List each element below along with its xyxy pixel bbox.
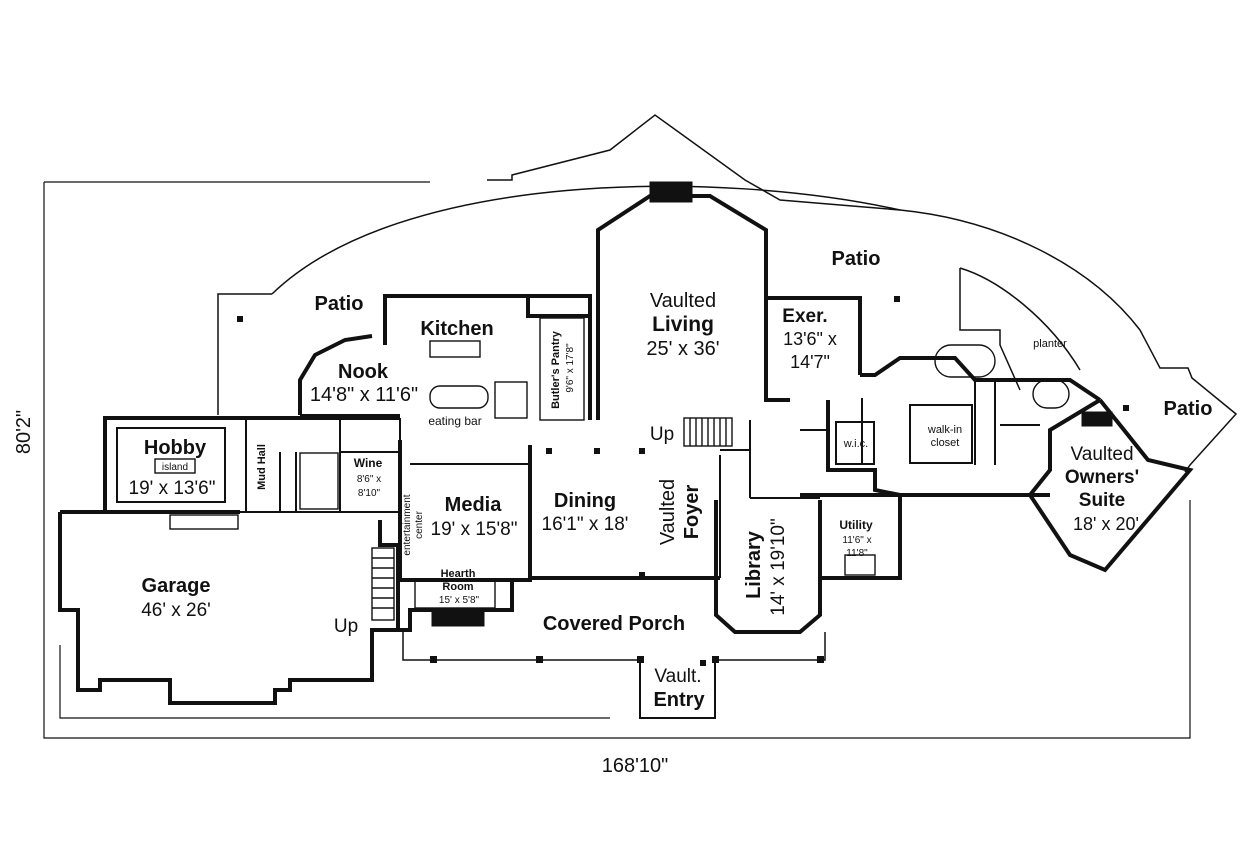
- owners-suite-prefix: Vaulted: [1070, 444, 1133, 465]
- walkin-closet-line2: closet: [931, 437, 960, 449]
- foyer-stair-up-label: Up: [650, 424, 674, 445]
- walkin-closet-line1: walk-in: [927, 424, 962, 436]
- mud-hall-label: Mud Hall: [256, 444, 268, 490]
- living-size: 25' x 36': [646, 338, 719, 360]
- nook-label: Nook: [338, 361, 389, 383]
- entry-label: Entry: [653, 689, 705, 711]
- overall-width-label: 168'10": [602, 755, 669, 777]
- garage-label: Garage: [142, 575, 211, 597]
- living-label: Living: [652, 313, 714, 336]
- wic-label: w.i.c.: [843, 438, 868, 450]
- wine-size-2: 8'10": [358, 488, 381, 499]
- exterior-walls: [58, 181, 1194, 705]
- hearth-room-line2: Room: [442, 581, 473, 593]
- exercise-size-1: 13'6" x: [783, 329, 837, 349]
- planter-label: planter: [1033, 338, 1067, 350]
- utility-size-2: 11'8": [846, 548, 868, 559]
- kitchen-label: Kitchen: [420, 318, 493, 340]
- covered-porch-outline: [402, 630, 826, 719]
- eating-bar-label: eating bar: [428, 414, 481, 428]
- butlers-pantry-size: 9'6" x 17'8": [565, 343, 576, 393]
- dining-size: 16'1" x 18': [542, 514, 629, 535]
- patio-outline: [217, 114, 1238, 473]
- utility-size-1: 11'6" x: [842, 535, 871, 546]
- butlers-pantry-label: Butler's Pantry: [550, 330, 562, 409]
- fixtures: [169, 317, 1113, 627]
- dining-label: Dining: [554, 490, 616, 512]
- patio-right-label: Patio: [1164, 398, 1213, 420]
- patio-left-label: Patio: [315, 293, 364, 315]
- covered-porch-label: Covered Porch: [543, 613, 685, 635]
- wine-label: Wine: [354, 456, 383, 470]
- garage-stair-up-label: Up: [334, 616, 358, 637]
- porch-columns: [237, 296, 1129, 666]
- nook-size: 14'8" x 11'6": [310, 384, 418, 406]
- exercise-label: Exer.: [782, 306, 827, 327]
- hearth-room-size: 15' x 5'8": [439, 595, 480, 606]
- hobby-island-label: island: [162, 462, 188, 473]
- hearth-room-line1: Hearth: [441, 568, 476, 580]
- utility-label: Utility: [839, 518, 873, 532]
- hobby-label: Hobby: [144, 437, 207, 459]
- interior-walls: [245, 380, 1040, 578]
- wine-size-1: 8'6" x: [357, 474, 381, 485]
- room-labels: Patio Patio Patio Kitchen Nook 14'8" x 1…: [129, 248, 1213, 711]
- foyer-label: Foyer: [681, 485, 703, 540]
- media-label: Media: [445, 494, 503, 516]
- exercise-size-2: 14'7": [790, 352, 830, 372]
- entertainment-center-line2: center: [414, 510, 425, 538]
- owners-suite-label-2: Suite: [1079, 490, 1125, 511]
- owners-suite-label-1: Owners': [1065, 467, 1139, 488]
- library-size: 14' x 19'10": [768, 518, 789, 615]
- living-prefix: Vaulted: [650, 290, 716, 312]
- entry-prefix: Vault.: [654, 666, 701, 687]
- owners-suite-size: 18' x 20': [1073, 514, 1139, 534]
- foyer-prefix: Vaulted: [657, 479, 679, 545]
- hobby-size: 19' x 13'6": [129, 478, 216, 499]
- dimension-lines: [43, 181, 1191, 739]
- stairs: [371, 417, 733, 621]
- media-size: 19' x 15'8": [431, 519, 518, 540]
- library-label: Library: [743, 530, 765, 599]
- patio-top-label: Patio: [832, 248, 881, 270]
- hobby-island: [154, 458, 196, 474]
- overall-depth-label: 80'2": [13, 410, 35, 454]
- entertainment-center-line1: entertainment: [402, 494, 413, 555]
- garage-size: 46' x 26': [141, 600, 211, 621]
